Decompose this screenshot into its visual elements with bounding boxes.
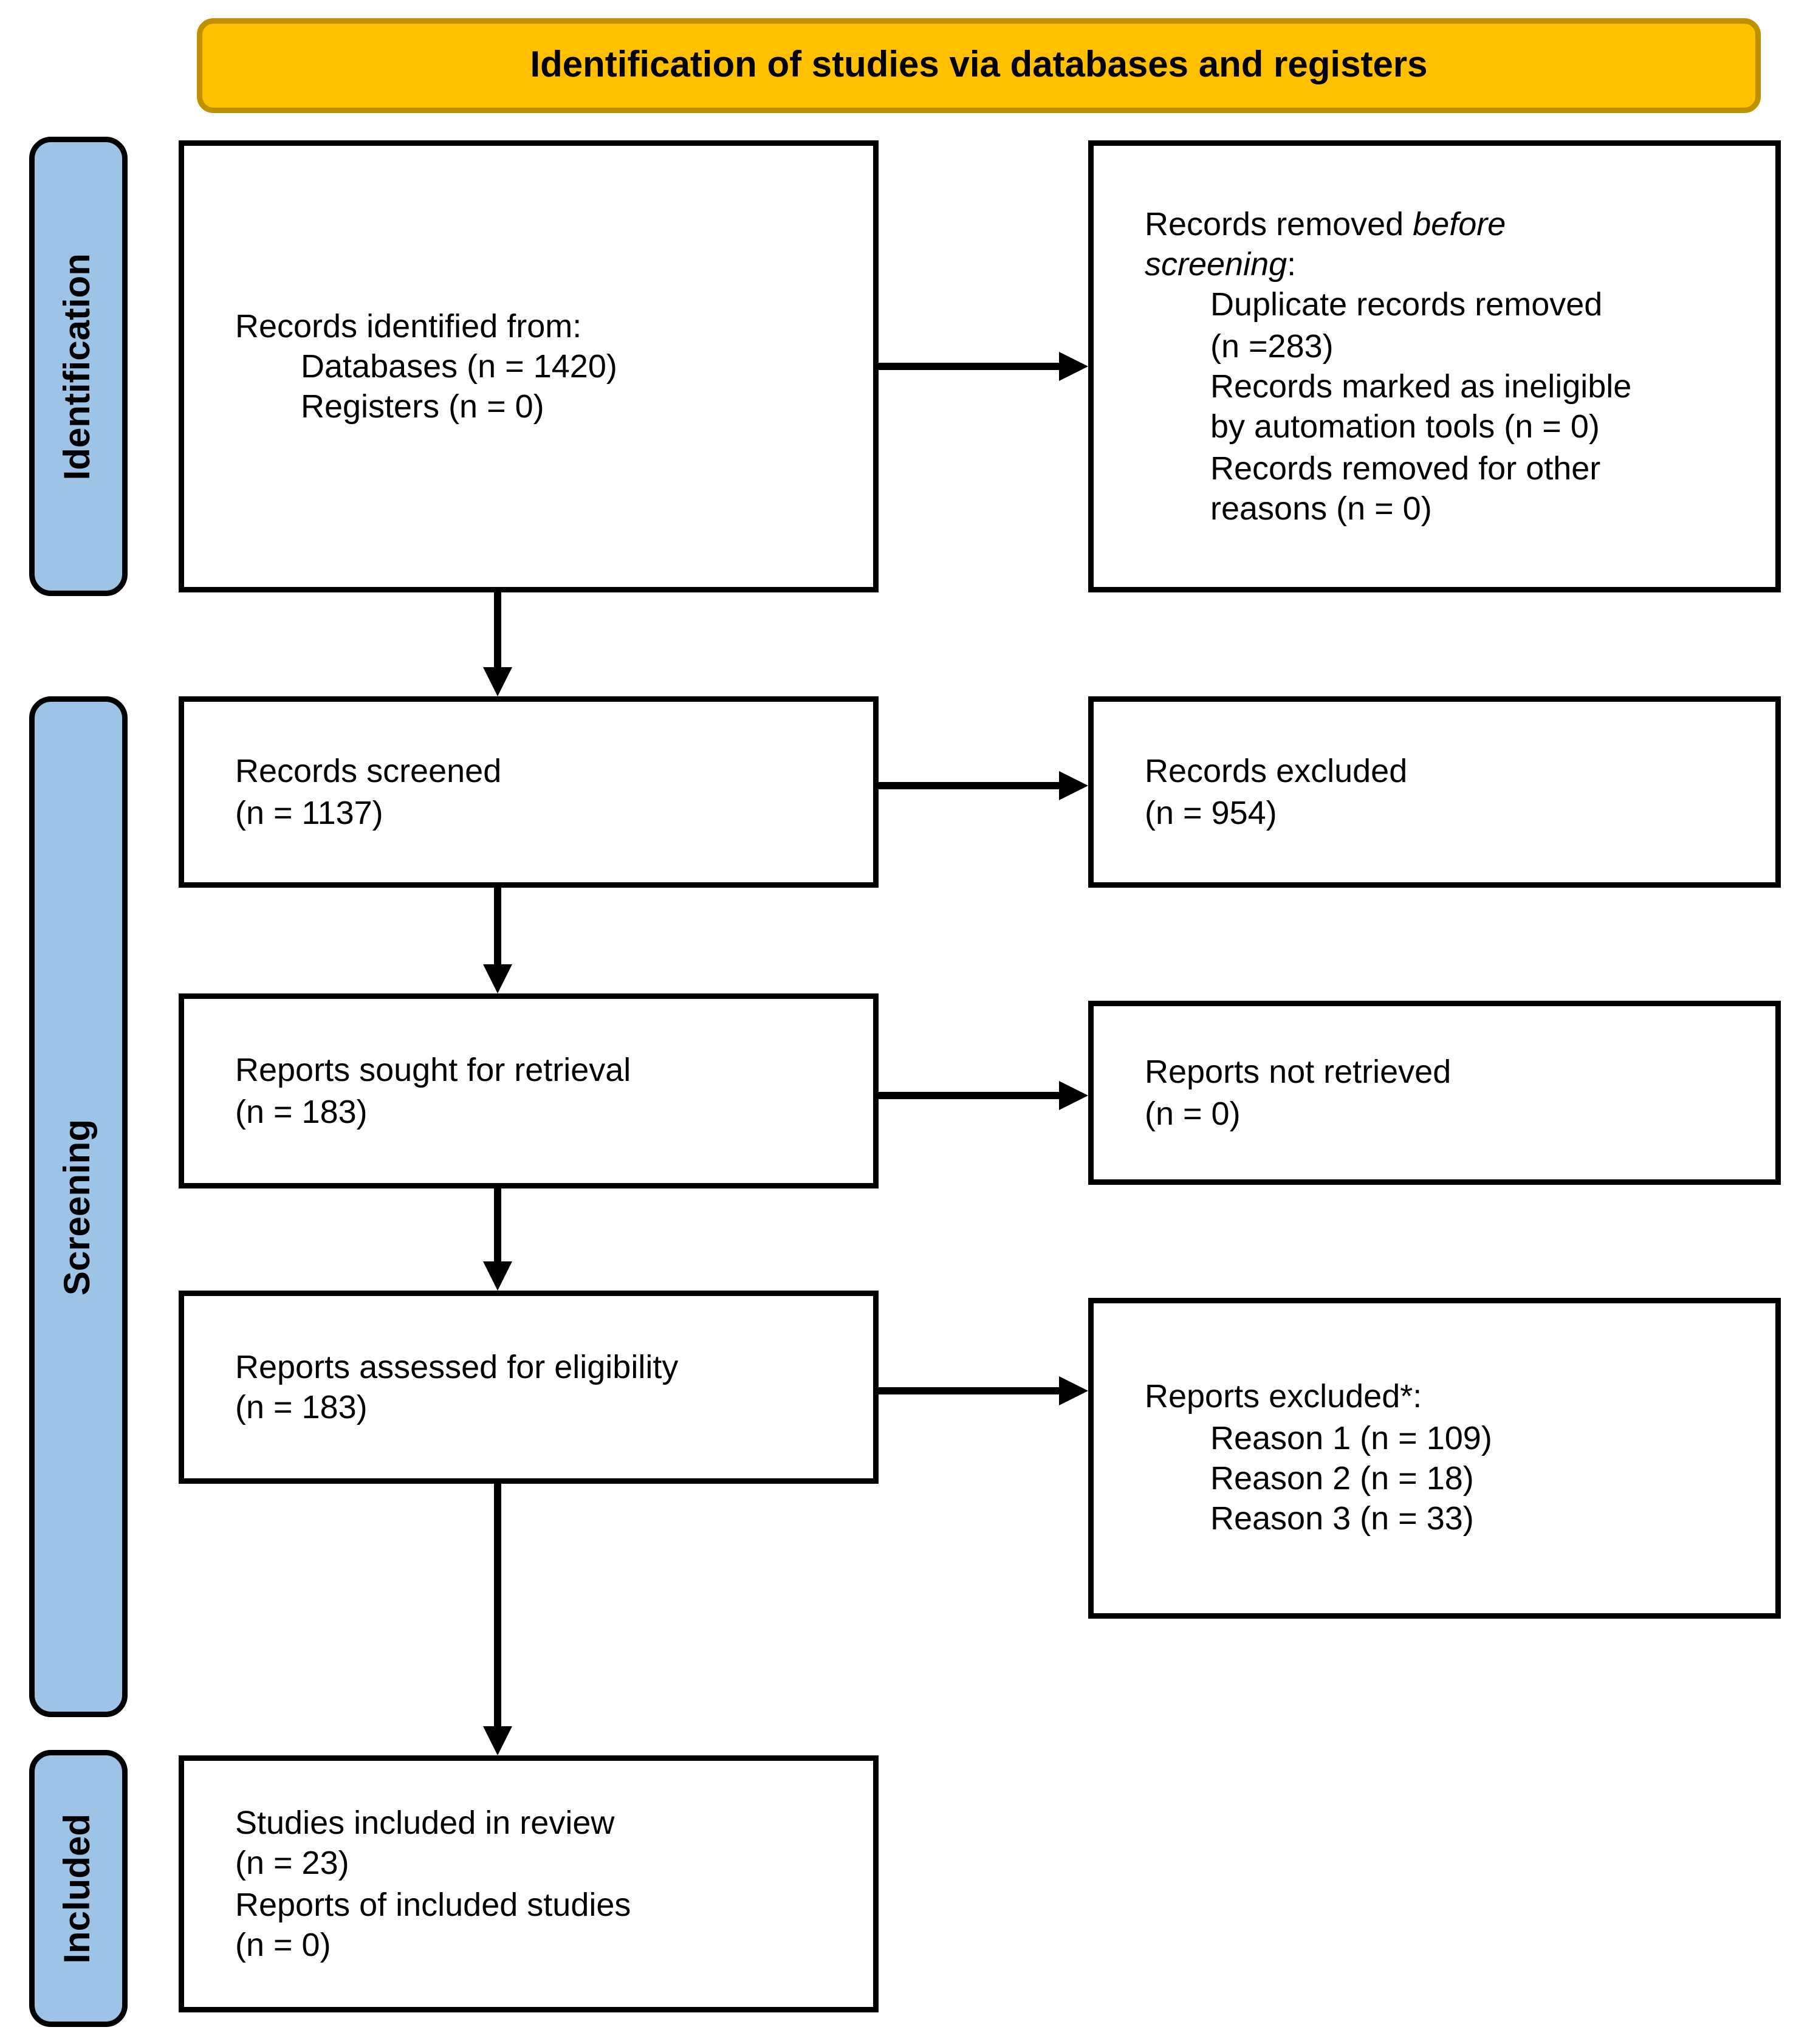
records-identified-databases: Databases (n = 1420) (301, 348, 617, 385)
box-reports-assessed-for-eligibility: Reports assessed for eligibility (n = 18… (179, 1291, 879, 1484)
records-screened-line1: Records screened (235, 753, 502, 790)
arrow-screened-to-excluded-head (1059, 771, 1088, 800)
arrow-screened-to-sought-line (494, 888, 501, 966)
stage-identification: Identification (29, 137, 128, 596)
records-screened-line2: (n = 1137) (235, 794, 383, 831)
stage-screening: Screening (29, 696, 128, 1717)
arrow-assessed-to-excluded-head (1059, 1376, 1088, 1405)
banner-title: Identification of studies via databases … (530, 44, 1428, 85)
studies-included-line2: (n = 23) (235, 1845, 349, 1882)
reports-excluded-intro: Reports excluded*: (1145, 1379, 1422, 1416)
arrow-identified-to-screened-line (494, 592, 501, 669)
reports-excluded-reason2: Reason 2 (n = 18) (1210, 1460, 1474, 1497)
stage-identification-label: Identification (57, 253, 98, 480)
arrow-sought-to-not-retrieved-head (1059, 1081, 1088, 1110)
stage-included-label: Included (57, 1813, 98, 1964)
records-removed-duplicates: Duplicate records removed(n =283) (1210, 287, 1603, 365)
reports-sought-line1: Reports sought for retrieval (235, 1052, 631, 1089)
records-identified-registers: Registers (n = 0) (301, 388, 544, 425)
records-excluded-line2: (n = 954) (1145, 794, 1277, 831)
arrow-screened-to-sought-head (483, 964, 512, 993)
arrow-assessed-to-included-line (494, 1484, 501, 1728)
studies-included-line1: Studies included in review (235, 1804, 615, 1841)
arrow-identified-to-screened-head (483, 667, 512, 696)
stage-screening-label: Screening (57, 1118, 98, 1295)
records-excluded-line1: Records excluded (1145, 753, 1408, 790)
arrow-identified-to-removed-head (1059, 352, 1088, 381)
records-identified-intro: Records identified from: (235, 307, 582, 344)
arrow-sought-to-assessed-line (494, 1188, 501, 1263)
arrow-sought-to-not-retrieved-line (879, 1092, 1061, 1099)
arrow-assessed-to-excluded-line (879, 1387, 1061, 1394)
studies-included-line4: (n = 0) (235, 1926, 331, 1963)
arrow-sought-to-assessed-head (483, 1261, 512, 1291)
reports-excluded-reason1: Reason 1 (n = 109) (1210, 1419, 1492, 1456)
reports-assessed-line2: (n = 183) (235, 1389, 368, 1425)
box-records-excluded: Records excluded (n = 954) (1088, 696, 1781, 888)
box-reports-sought-for-retrieval: Reports sought for retrieval (n = 183) (179, 993, 879, 1188)
box-reports-excluded: Reports excluded*: Reason 1 (n = 109) Re… (1088, 1298, 1781, 1619)
banner-identification-of-studies: Identification of studies via databases … (197, 18, 1761, 113)
arrow-assessed-to-included-head (483, 1726, 512, 1755)
reports-sought-line2: (n = 183) (235, 1092, 368, 1130)
box-reports-not-retrieved: Reports not retrieved (n = 0) (1088, 1001, 1781, 1185)
studies-included-line3: Reports of included studies (235, 1885, 631, 1922)
box-studies-included-in-review: Studies included in review (n = 23) Repo… (179, 1755, 879, 2012)
arrow-identified-to-removed-line (879, 363, 1061, 369)
reports-excluded-reason3: Reason 3 (n = 33) (1210, 1500, 1474, 1537)
arrow-screened-to-excluded-line (879, 782, 1061, 789)
reports-not-retrieved-line1: Reports not retrieved (1145, 1054, 1452, 1091)
box-records-identified: Records identified from: Databases (n = … (179, 140, 879, 592)
box-records-screened: Records screened (n = 1137) (179, 696, 879, 888)
reports-not-retrieved-line2: (n = 0) (1145, 1094, 1241, 1131)
stage-included: Included (29, 1750, 128, 2027)
reports-assessed-line1: Reports assessed for eligibility (235, 1348, 679, 1385)
